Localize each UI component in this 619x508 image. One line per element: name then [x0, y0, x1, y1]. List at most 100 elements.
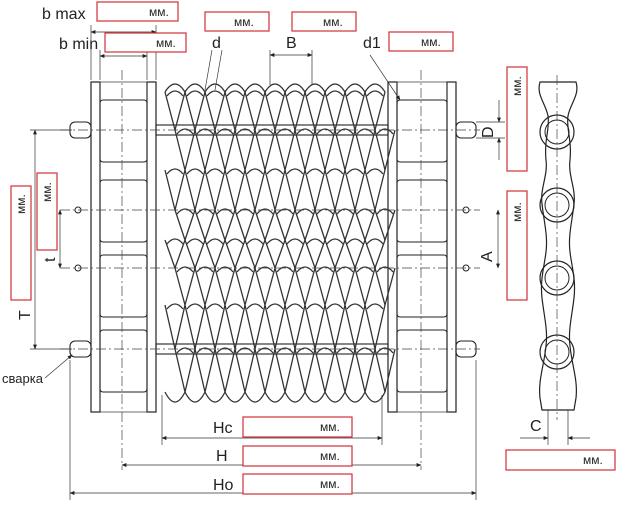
- input-B-field[interactable]: мм.: [291, 11, 357, 32]
- mesh-wire: [276, 347, 294, 354]
- mesh-wire: [244, 209, 256, 241]
- mesh-wire: [324, 348, 336, 393]
- input-T-field[interactable]: мм.: [10, 185, 32, 301]
- mesh-wire: [224, 209, 236, 241]
- mesh-wire: [364, 304, 376, 350]
- input-d1-field[interactable]: мм.: [388, 31, 454, 52]
- mesh-wire: [224, 169, 236, 211]
- mesh-wire: [276, 208, 294, 215]
- mesh-wire: [296, 266, 314, 273]
- unit-Hc: мм.: [320, 420, 340, 434]
- mesh-wire: [356, 208, 374, 215]
- input-A-field[interactable]: мм.: [506, 190, 528, 301]
- mesh-wire: [354, 267, 366, 306]
- unit-bmin: мм.: [156, 36, 176, 50]
- mesh-wire: [284, 129, 296, 171]
- mesh-wire: [194, 304, 206, 350]
- mesh-wire: [174, 267, 186, 306]
- mesh-wire: [324, 391, 346, 403]
- label-D: D: [480, 126, 497, 138]
- mesh-wire: [336, 266, 354, 273]
- mesh-wire: [284, 348, 296, 393]
- mesh-wire: [276, 128, 294, 135]
- mesh-wire: [176, 208, 194, 215]
- mesh-wire: [294, 239, 306, 269]
- mesh-wire: [254, 209, 266, 241]
- mesh-wire: [304, 348, 316, 393]
- mesh-wire: [364, 267, 376, 306]
- mesh-wire: [204, 239, 216, 269]
- input-Hc-field[interactable]: мм.: [242, 416, 353, 438]
- mesh-wire: [304, 169, 316, 211]
- mesh-wire: [244, 348, 256, 393]
- mesh-wire: [314, 129, 326, 171]
- mesh-wire: [164, 239, 176, 269]
- mesh-wire: [344, 169, 356, 211]
- mesh-wire: [224, 267, 236, 306]
- input-bmin-field[interactable]: мм.: [104, 32, 187, 53]
- mesh-wire: [296, 347, 314, 354]
- mesh-wire: [254, 91, 266, 131]
- wire-mesh: [164, 83, 396, 403]
- mesh-wire: [164, 391, 186, 403]
- mesh-wire: [374, 209, 386, 241]
- mesh-wire: [204, 83, 226, 93]
- mesh-wire: [314, 348, 326, 393]
- mesh-wire: [194, 239, 206, 269]
- mesh-wire: [194, 209, 206, 241]
- mesh-wire: [216, 208, 234, 215]
- mesh-wire: [274, 348, 286, 393]
- mesh-wire: [254, 239, 266, 269]
- mesh-wire: [246, 303, 264, 310]
- mesh-wire: [354, 239, 366, 269]
- mesh-wire: [294, 169, 306, 211]
- mesh-wire: [186, 303, 204, 310]
- input-d-field[interactable]: мм.: [204, 11, 270, 32]
- mesh-wire: [294, 91, 306, 131]
- mesh-wire: [356, 347, 374, 354]
- mesh-wire: [324, 267, 336, 306]
- input-C-field[interactable]: мм.: [505, 449, 616, 471]
- mesh-wire: [376, 208, 394, 215]
- mesh-wire: [364, 239, 376, 269]
- mesh-wire: [284, 239, 296, 269]
- cross-rods: [60, 124, 480, 355]
- mesh-wire: [234, 239, 246, 269]
- label-C: C: [530, 418, 542, 435]
- mesh-wire: [344, 304, 356, 350]
- mesh-wire: [304, 129, 316, 171]
- label-A: A: [479, 251, 496, 262]
- mesh-wire: [344, 348, 356, 393]
- mesh-wire: [244, 91, 256, 131]
- mesh-wire: [354, 129, 366, 171]
- mesh-wire: [294, 304, 306, 350]
- mesh-wire: [326, 168, 344, 175]
- input-t-field[interactable]: мм.: [36, 172, 58, 251]
- mesh-wire: [346, 303, 364, 310]
- mesh-wire: [204, 129, 216, 171]
- mesh-wire: [176, 128, 194, 135]
- mesh-wire: [236, 128, 254, 135]
- mesh-wire: [166, 238, 184, 245]
- mesh-wire: [204, 348, 216, 393]
- mesh-wire: [366, 303, 384, 310]
- mesh-wire: [186, 238, 204, 245]
- mesh-wire: [264, 209, 276, 241]
- label-d1: d1: [363, 35, 381, 52]
- input-Ho-field[interactable]: мм.: [242, 473, 353, 495]
- mesh-wire: [284, 304, 296, 350]
- mesh-wire: [354, 169, 366, 211]
- mesh-wire: [266, 168, 284, 175]
- mesh-wire: [186, 90, 204, 97]
- mesh-wire: [304, 83, 326, 93]
- mesh-wire: [166, 168, 184, 175]
- input-H-field[interactable]: мм.: [242, 445, 353, 467]
- mesh-wire: [324, 209, 336, 241]
- mesh-wire: [264, 83, 286, 93]
- mesh-wire: [296, 128, 314, 135]
- input-bmax-field[interactable]: мм.: [96, 1, 179, 22]
- unit-Ho: мм.: [320, 477, 340, 491]
- input-D-field[interactable]: мм.: [506, 66, 528, 172]
- mesh-wire: [274, 129, 286, 171]
